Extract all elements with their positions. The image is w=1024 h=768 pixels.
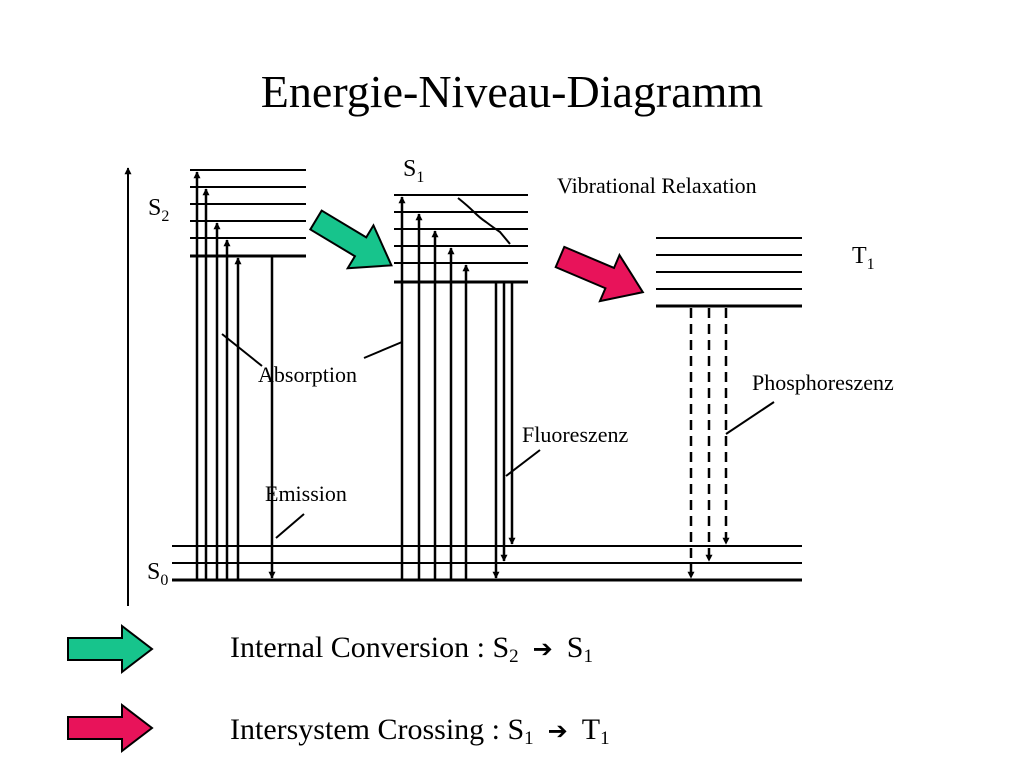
s0-label: S0: [147, 559, 168, 589]
absorption-arrows-s1: [398, 196, 470, 580]
legend-intersystem-crossing-arrow-icon: [67, 702, 154, 754]
phosphoreszenz-arrows: [687, 308, 730, 579]
legend-internal-conversion-text: Internal Conversion : S2➔S1: [230, 631, 593, 667]
t1-label: T1: [852, 243, 875, 273]
vibrational-relaxation-squiggle: [457, 197, 511, 245]
label-leader-lines: [221, 333, 775, 539]
fluoreszenz-label: Fluoreszenz: [522, 422, 629, 447]
absorption-arrows-s2: [193, 171, 242, 580]
s1-label: S1: [403, 156, 424, 186]
legend-internal-conversion-arrow-icon: [67, 623, 154, 675]
legend-intersystem-crossing: Intersystem Crossing : S1➔T1: [0, 708, 1024, 768]
legend-intersystem-crossing-text: Intersystem Crossing : S1➔T1: [230, 713, 610, 749]
s0-levels: [172, 545, 802, 582]
fluoreszenz-arrows: [492, 282, 516, 579]
right-arrow-icon: ➔: [532, 635, 553, 663]
s1-levels: [394, 194, 528, 284]
phosphoreszenz-label: Phosphoreszenz: [752, 370, 894, 395]
right-arrow-icon: ➔: [547, 717, 568, 745]
s2-label: S2: [148, 195, 169, 225]
emission-label: Emission: [265, 481, 347, 506]
t1-levels: [656, 237, 802, 308]
intersystem-crossing-arrow-icon: [554, 245, 645, 303]
vibrational-relaxation-label: Vibrational Relaxation: [557, 173, 757, 198]
internal-conversion-arrow-icon: [308, 209, 393, 270]
absorption-label: Absorption: [258, 362, 357, 387]
diagram-title: Energie-Niveau-Diagramm: [260, 66, 764, 117]
s2-levels: [190, 169, 306, 258]
legend-internal-conversion: Internal Conversion : S2➔S1: [0, 626, 1024, 686]
